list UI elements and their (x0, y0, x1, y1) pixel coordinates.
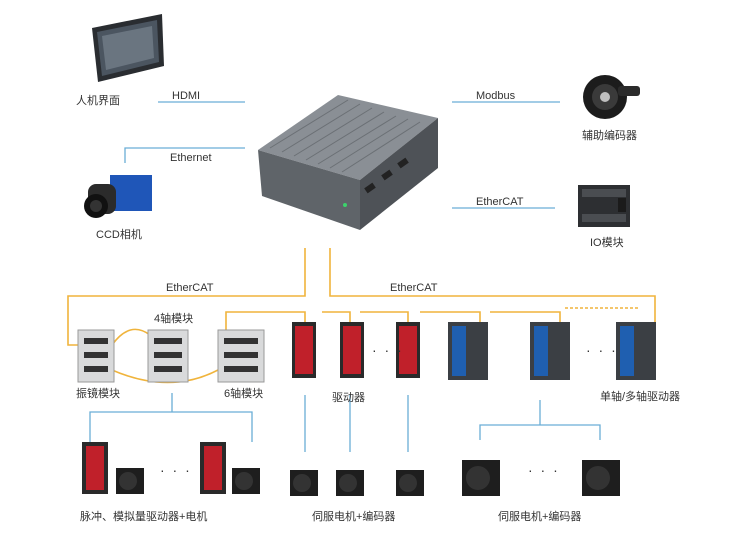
servo-ellipsis: · · · (528, 462, 560, 478)
red-driver-3-icon (396, 322, 420, 378)
galvo-label: 振镜模块 (76, 388, 120, 400)
aux-encoder-label: 辅助编码器 (582, 130, 637, 142)
axis4-module-icon (147, 329, 189, 383)
bus-to-blue-2 (490, 311, 561, 322)
blue-connections (89, 101, 601, 452)
pulse-motor-2-icon (232, 468, 260, 494)
galvo-module-icon (77, 329, 115, 383)
servo-encoder-mid-label: 伺服电机+编码器 (312, 511, 396, 523)
hmi-monitor-icon (92, 14, 164, 82)
hdmi-label: HDMI (172, 90, 201, 102)
servo-motor-mid-3-icon (396, 470, 424, 496)
ethercat-right-label: EtherCAT (390, 282, 438, 294)
ccd-camera-icon (84, 175, 152, 218)
servo-motor-mid-1-icon (290, 470, 318, 496)
pulse-ellipsis: · · · (160, 462, 192, 478)
driver-label: 驱动器 (332, 392, 365, 404)
modbus-label: Modbus (476, 90, 516, 102)
axis4-label: 4轴模块 (154, 313, 194, 325)
pulse-driver-2-icon (200, 442, 226, 494)
ethernet-line (124, 147, 245, 163)
hmi-label: 人机界面 (76, 95, 120, 107)
pulse-analog-label: 脉冲、模拟量驱动器+电机 (80, 511, 208, 523)
galvo-to-4axis-link (111, 328, 151, 346)
ccd-label: CCD相机 (96, 229, 142, 241)
io-module-icon (578, 185, 630, 227)
encoder-icon (583, 75, 640, 119)
ethercat-right-bus (329, 248, 656, 325)
axis6-module-icon (217, 329, 265, 383)
pulse-bracket (89, 411, 253, 442)
ethercat-left-label: EtherCAT (166, 282, 214, 294)
servo-motor-right-2-icon (582, 460, 620, 496)
axis6-label: 6轴模块 (224, 388, 264, 400)
blue-driver-3-icon (616, 322, 656, 380)
blue-driver-1-icon (448, 322, 488, 380)
bus-to-driver-3 (360, 311, 409, 322)
bus-to-driver-1 (225, 311, 306, 330)
servo-motor-right-1-icon (462, 460, 500, 496)
servo-bracket (479, 424, 601, 440)
red-driver-1-icon (292, 322, 316, 378)
bus-to-blue-1 (420, 311, 481, 322)
servo-motor-mid-2-icon (336, 470, 364, 496)
orange-connections (67, 248, 656, 384)
pulse-motor-1-icon (116, 468, 144, 494)
pulse-driver-1-icon (82, 442, 108, 494)
ethercat-left-bus (67, 248, 306, 346)
io-module-label: IO模块 (590, 237, 624, 249)
industrial-pc-icon (258, 95, 438, 230)
servo-encoder-right-label: 伺服电机+编码器 (498, 511, 582, 523)
bus-to-driver-2 (322, 311, 351, 322)
blue-driver-ellipsis: · · · (586, 342, 618, 358)
blue-driver-2-icon (530, 322, 570, 380)
ethercat-io-label: EtherCAT (476, 196, 524, 208)
ethernet-label: Ethernet (170, 152, 212, 164)
single-multi-driver-label: 单轴/多轴驱动器 (600, 391, 681, 403)
driver-ellipsis: · · · (372, 342, 404, 358)
red-driver-2-icon (340, 322, 364, 378)
